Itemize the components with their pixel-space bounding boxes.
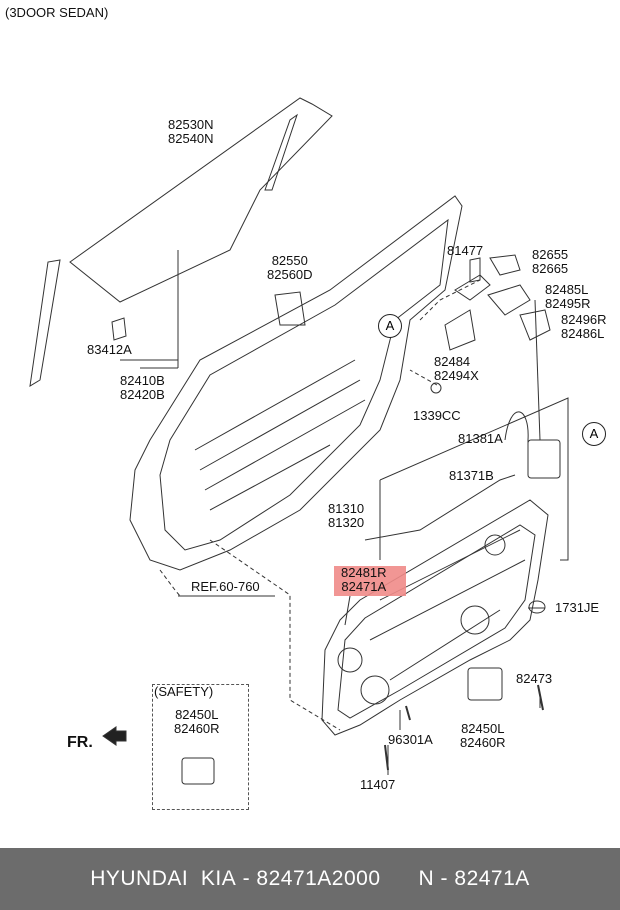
footer-make: KIA — [200, 867, 237, 890]
footer-part-number: 82471A2000 — [256, 867, 381, 890]
label-clip: 83412A — [87, 342, 132, 357]
exploded-door-drawing — [29, 97, 569, 785]
door-frame — [129, 195, 463, 571]
seal-bracket — [274, 291, 306, 326]
rod-81381a — [504, 411, 529, 470]
window-motor — [467, 667, 503, 701]
footer-prefix-n: N — [418, 867, 435, 890]
hinge-bracket — [454, 274, 491, 301]
glass-clip — [111, 317, 127, 341]
label-safety-title: (SAFETY) — [154, 684, 214, 699]
footer-bar: HYUNDAI KIA - 82471A2000 N - 82471A — [0, 848, 620, 910]
cable-81310 — [364, 474, 516, 541]
label-screw: 11407 — [360, 777, 396, 792]
door-glass — [69, 97, 333, 303]
label-bolt-b: 96301A — [388, 732, 433, 747]
safety-box — [152, 684, 249, 810]
safety-window-motor — [181, 757, 215, 785]
label-front: FR. — [67, 734, 93, 751]
front-arrow-icon — [102, 726, 127, 746]
label-bracket: 81477 — [447, 243, 484, 258]
label-cable-b: 81371B — [449, 468, 494, 483]
label-ref: REF.60-760 — [191, 579, 260, 594]
label-rod: 81381A — [458, 431, 503, 446]
footer-n-code: 82471A — [454, 867, 530, 890]
footer-brand: HYUNDAI — [90, 867, 189, 890]
door-module-panel — [321, 499, 549, 736]
door-latch — [527, 439, 561, 479]
header-note: (3DOOR SEDAN) — [5, 5, 109, 20]
label-nut: 1339CC — [413, 408, 461, 423]
label-grommet: 1731JE — [555, 600, 600, 615]
highlight-selected-part — [334, 566, 406, 596]
label-bolt-a: 82473 — [516, 671, 553, 686]
marker-a-right: A — [582, 422, 606, 446]
marker-a-left: A — [378, 314, 402, 338]
